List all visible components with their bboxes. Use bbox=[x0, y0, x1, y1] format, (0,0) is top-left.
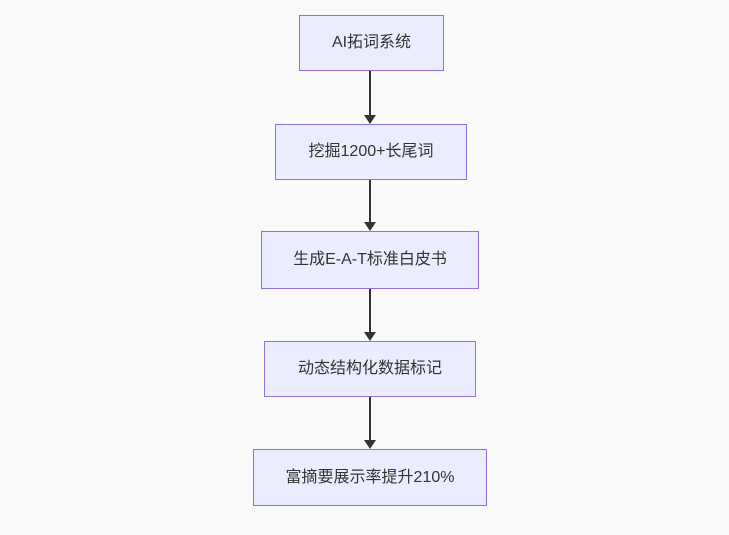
arrowhead-down-icon bbox=[364, 440, 376, 449]
flowchart-node-step-3: 生成E-A-T标准白皮书 bbox=[261, 231, 479, 289]
node-label: 挖掘1200+长尾词 bbox=[308, 143, 434, 161]
flow-arrow-3 bbox=[364, 289, 376, 341]
node-label: 生成E-A-T标准白皮书 bbox=[293, 251, 447, 269]
arrow-line bbox=[369, 71, 371, 115]
node-label: 动态结构化数据标记 bbox=[297, 360, 442, 378]
arrow-line bbox=[369, 180, 371, 222]
arrow-line bbox=[369, 397, 371, 440]
flow-arrow-2 bbox=[364, 180, 376, 231]
arrowhead-down-icon bbox=[364, 222, 376, 231]
node-label: 富摘要展示率提升210% bbox=[285, 468, 455, 486]
arrowhead-down-icon bbox=[364, 332, 376, 341]
flow-arrow-4 bbox=[364, 397, 376, 449]
flowchart-node-step-1: AI拓词系统 bbox=[299, 15, 444, 71]
flow-arrow-1 bbox=[364, 71, 376, 124]
flowchart-node-step-5: 富摘要展示率提升210% bbox=[253, 449, 487, 506]
flowchart-node-step-4: 动态结构化数据标记 bbox=[264, 341, 476, 397]
flowchart-node-step-2: 挖掘1200+长尾词 bbox=[275, 124, 467, 180]
arrowhead-down-icon bbox=[364, 115, 376, 124]
arrow-line bbox=[369, 289, 371, 332]
node-label: AI拓词系统 bbox=[331, 34, 412, 52]
